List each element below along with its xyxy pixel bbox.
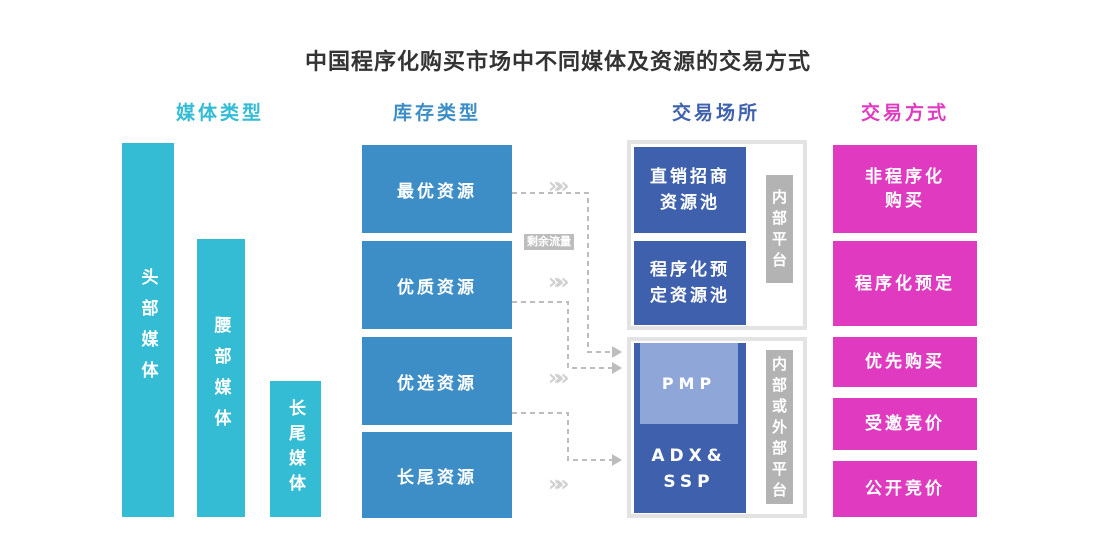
method-open-auction: 公开竞价	[833, 461, 977, 517]
connector-arrowhead-icon	[612, 346, 622, 358]
venue-adx-ssp: ADX& SSP	[640, 424, 738, 513]
media-longtail: 长尾媒体	[270, 381, 321, 517]
method-invited-auction: 受邀竞价	[833, 398, 977, 450]
residual-traffic-label: 剩余流量	[524, 234, 574, 250]
venue-adx-edge-right	[738, 343, 746, 513]
inventory-selected: 优选资源	[362, 337, 512, 425]
media-head: 头部媒体	[122, 143, 174, 517]
inventory-longtail: 长尾资源	[362, 432, 512, 518]
inventory-quality: 优质资源	[362, 241, 512, 329]
connector-best-to-pmp	[512, 192, 612, 353]
method-preferred-deal: 优先购买	[833, 337, 977, 387]
connector-quality-to-pmp	[512, 301, 612, 369]
media-head-label: 头部媒体	[137, 268, 158, 392]
venue-direct-sales-pool: 直销招商 资源池	[634, 147, 746, 233]
header-inventory-type: 库存类型	[392, 102, 481, 124]
page-title: 中国程序化购买市场中不同媒体及资源的交易方式	[304, 50, 811, 75]
platform-internal-or-external: 内 部 或 外 部 平 台	[766, 350, 793, 504]
media-waist-label: 腰部媒体	[210, 316, 231, 440]
header-trade-venue: 交易场所	[671, 102, 760, 124]
method-programmatic-guaranteed: 程序化预定	[833, 241, 977, 326]
connector-arrowhead-icon	[612, 362, 622, 374]
media-longtail-label: 长尾媒体	[285, 399, 305, 499]
header-media-type: 媒体类型	[175, 102, 264, 124]
connector-selected-to-adx	[512, 412, 612, 461]
inventory-best: 最优资源	[362, 145, 512, 233]
platform-internal: 内 部 平 台	[766, 175, 793, 283]
venue-pmp: PMP	[640, 343, 738, 424]
venue-programmatic-reserved-pool: 程序化预 定资源池	[634, 241, 746, 325]
media-waist: 腰部媒体	[197, 239, 245, 517]
venue-adx-edge-left	[634, 343, 640, 513]
header-trade-method: 交易方式	[860, 102, 949, 124]
connector-arrowhead-icon	[612, 454, 622, 466]
method-non-programmatic: 非程序化 购买	[833, 145, 977, 233]
